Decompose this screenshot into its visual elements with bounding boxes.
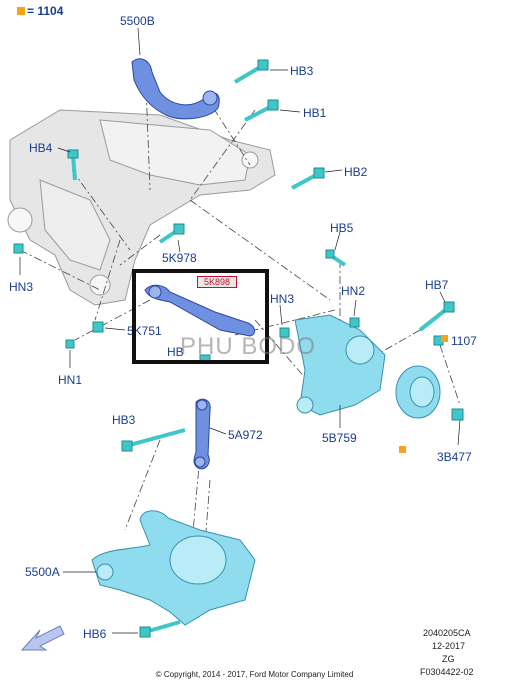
upper-arm-5500b	[131, 58, 220, 120]
copyright: © Copyright, 2014 - 2017, Ford Motor Com…	[155, 670, 354, 679]
toe-link-5k898	[144, 284, 256, 337]
label-hn1: HN1	[58, 373, 83, 387]
label-hb5: HB5	[330, 221, 354, 235]
label-5500a: 5500A	[25, 565, 60, 579]
label-hb-mid: HB	[167, 345, 184, 359]
legend-swatch	[17, 7, 25, 15]
label-3b477: 3B477	[437, 450, 472, 464]
label-hb4: HB4	[29, 141, 53, 155]
label-5500b: 5500B	[120, 14, 155, 28]
fasteners	[13, 59, 464, 638]
label-hb3-low: HB3	[112, 413, 136, 427]
highlight-frame	[132, 269, 269, 364]
label-hb1: HB1	[303, 106, 327, 120]
watermark: PHU BODO	[180, 333, 317, 360]
drawing-ref: F0304422-02	[420, 667, 474, 677]
label-hn3-left: HN3	[9, 280, 34, 294]
legend-square-hub	[399, 446, 406, 453]
drawing-date: 12-2017	[432, 641, 466, 651]
legend-square-1107	[441, 335, 448, 342]
link-5a972	[193, 398, 211, 470]
label-5k978: 5K978	[162, 251, 197, 265]
direction-arrow-icon	[20, 625, 65, 651]
label-hn2: HN2	[341, 284, 366, 298]
label-hb3-top: HB3	[290, 64, 314, 78]
leader-lines	[19, 27, 461, 634]
label-hb7: HB7	[425, 278, 449, 292]
highlight-tag: 5K898	[197, 276, 237, 288]
label-5b759: 5B759	[322, 431, 357, 445]
subframe	[7, 109, 276, 306]
label-hb2: HB2	[344, 165, 368, 179]
drawing-number: 2040205CA	[423, 628, 471, 638]
drawing-rev: ZG	[442, 654, 455, 664]
legend-code: = 1104	[27, 4, 64, 18]
label-hb6: HB6	[83, 627, 107, 641]
label-1107: 1107	[451, 334, 477, 348]
label-hn3-mid: HN3	[270, 292, 295, 306]
label-5a972: 5A972	[228, 428, 263, 442]
hub-bearing	[395, 365, 441, 419]
